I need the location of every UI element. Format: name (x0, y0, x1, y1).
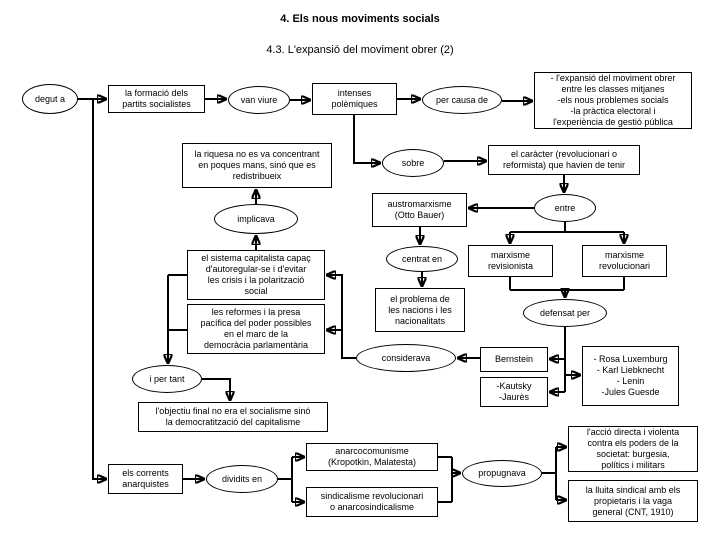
node-anarcocomunisme: anarcocomunisme (Kropotkin, Malatesta) (306, 443, 438, 471)
node-degut-a: degut a (22, 84, 78, 114)
node-riquesa: la riquesa no es va concentrant en poque… (182, 143, 332, 188)
node-van-viure: van viure (228, 86, 290, 114)
page-subtitle: 4.3. L'expansió del moviment obrer (2) (266, 44, 454, 56)
node-kautsky-jaures: -Kautsky -Jaurès (480, 377, 548, 407)
node-sistema-capitalista: el sistema capitalista capaç d'autoregul… (187, 250, 325, 300)
node-defensat-per: defensat per (523, 299, 607, 327)
page-title: 4. Els nous moviments socials (280, 13, 440, 25)
node-marxisme-revisionista: marxisme revisionista (468, 245, 553, 277)
node-austromarxisme: austromarxisme (Otto Bauer) (372, 193, 467, 227)
node-bernstein: Bernstein (480, 347, 548, 372)
node-accio-directa: l'acció directa i violenta contra els po… (568, 426, 698, 472)
node-sobre: sobre (382, 149, 444, 177)
node-objectiu-final: l'objectiu final no era el socialisme si… (138, 402, 328, 432)
node-entre: entre (534, 194, 596, 222)
node-sindicalisme-revolucionari: sindicalisme revolucionari o anarcosindi… (306, 487, 438, 517)
node-formacio-partits: la formació dels partits socialistes (108, 85, 205, 113)
node-expansio-moviment-obrer: - l'expansió del moviment obrer entre le… (534, 72, 692, 129)
node-per-causa-de: per causa de (422, 86, 502, 114)
node-intenses-polemiques: intenses polèmiques (312, 83, 397, 115)
node-propugnava: propugnava (462, 460, 542, 487)
node-lluita-sindical: la lluita sindical amb els propietaris i… (568, 480, 698, 522)
node-corrents-anarquistes: els corrents anarquistes (108, 464, 183, 494)
node-marxisme-revolucionari: marxisme revolucionari (582, 245, 667, 277)
node-i-per-tant: i per tant (132, 365, 202, 393)
node-caracter: el caràcter (revolucionari o reformista)… (488, 145, 640, 175)
node-problema-nacions: el problema de les nacions i les naciona… (375, 288, 465, 332)
node-reformes: les reformes i la presa pacífica del pod… (187, 304, 325, 354)
node-considerava: considerava (356, 344, 456, 372)
node-centrat-en: centrat en (386, 246, 458, 272)
node-implicava: implicava (214, 204, 298, 234)
node-dividits-en: dividits en (206, 465, 278, 493)
node-luxemburg-liebknecht: - Rosa Luxemburg - Karl Liebknecht - Len… (582, 346, 679, 406)
